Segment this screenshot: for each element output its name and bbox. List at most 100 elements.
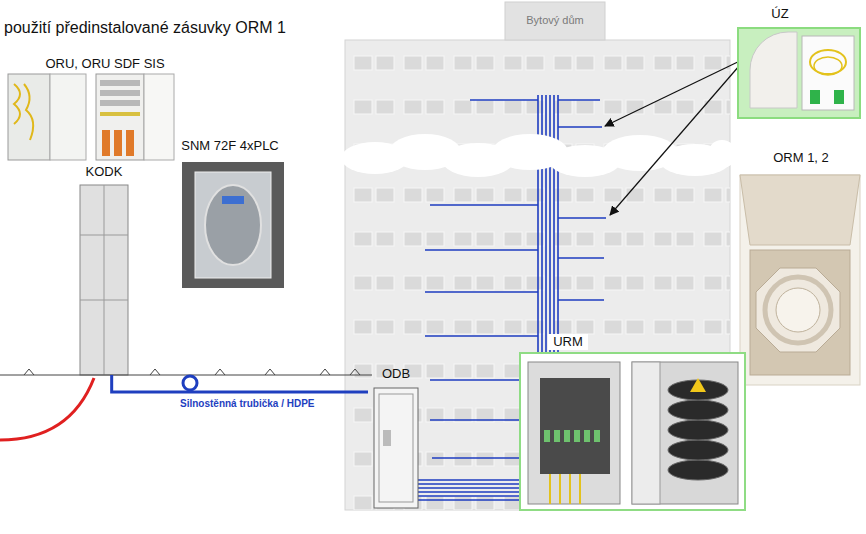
cabinet-photo-part	[100, 112, 140, 116]
power-cable	[0, 378, 94, 440]
cloud-band	[341, 134, 736, 177]
ground-part	[320, 369, 330, 375]
conduit-label: Silnostěnná trubička / HDPE	[178, 398, 316, 410]
distributor-photo-part	[632, 362, 660, 504]
cabinet-photo: ORU, ORU SDF SIS	[5, 54, 185, 162]
fiber-cables-part	[558, 299, 604, 301]
cabinet-photo-part	[126, 130, 134, 156]
fiber-cables-part	[558, 126, 602, 128]
distributor-photo-part	[520, 353, 745, 510]
socket-photo-part	[834, 90, 844, 104]
diagram-title: použití předinstalované zásuvky ORM 1	[4, 18, 286, 38]
cabinet-photo-part	[50, 74, 86, 160]
box-photo	[740, 175, 860, 385]
cabinet-photo-part	[114, 130, 122, 156]
socket-photo-part	[810, 90, 820, 104]
ground-part	[24, 369, 34, 375]
ground	[0, 369, 372, 375]
cloud-band-part	[708, 140, 736, 168]
socket-photo	[738, 28, 860, 118]
street-cabinet: KODK	[72, 164, 136, 375]
cabinet-photo-part	[100, 80, 140, 86]
fiber-cables-part	[558, 217, 606, 219]
street-cabinet-part	[80, 300, 128, 301]
fiber-cables-part	[425, 249, 538, 251]
component-label: ÚZ	[738, 6, 822, 22]
component-label: ODB	[368, 366, 424, 382]
distributor-photo-part	[668, 400, 728, 420]
street-cabinet-part	[80, 235, 128, 236]
component-label: URM	[548, 334, 588, 350]
fiber-cables-part	[425, 291, 538, 293]
box-photo: ORM 1, 2	[740, 146, 862, 388]
cabinet-photo-part	[96, 74, 144, 160]
distribution-box-part	[379, 394, 413, 502]
component-label: ORU, ORU SDF SIS	[25, 56, 185, 72]
box-photo-part	[740, 175, 860, 245]
ground-part	[350, 369, 360, 375]
cabinet-photo-part	[102, 130, 110, 156]
closure-photo-part	[205, 185, 261, 265]
socket-photo-part	[810, 50, 846, 74]
closure-photo-part	[195, 172, 271, 278]
fiber-cables-part	[558, 99, 600, 101]
cabinet-photo-part	[100, 90, 140, 96]
box-photo-part	[740, 175, 860, 385]
distribution-box-part	[374, 388, 418, 508]
distributor-panel: URM	[518, 332, 743, 512]
distributor-photo-part	[564, 430, 570, 442]
fiber-cables-part	[470, 99, 538, 101]
socket-pointer-part	[605, 58, 746, 126]
socket-pointer	[605, 58, 746, 215]
distributor-photo-part	[540, 378, 610, 474]
closure-photo-part	[222, 196, 244, 204]
component-label: SNM 72F 4xPLC	[168, 138, 292, 154]
conduit-loop	[183, 376, 197, 390]
street-cabinet-part	[80, 185, 128, 375]
socket-photo-part	[802, 36, 854, 110]
component-label: ORM 1, 2	[740, 150, 862, 166]
distributor-photo-part	[668, 420, 728, 440]
box-photo-part	[750, 250, 850, 375]
conduit-line	[112, 375, 368, 392]
ground-part	[150, 369, 160, 375]
ground-part	[0, 375, 372, 376]
distributor-photo-part	[632, 362, 738, 504]
distributor-photo-part	[544, 430, 550, 442]
closure-photo	[182, 162, 284, 288]
distributor-photo-part	[668, 440, 728, 460]
box-photo-part	[776, 288, 820, 332]
socket-photo-part	[738, 28, 860, 118]
closure-photo-part	[182, 162, 284, 288]
ground-part	[265, 369, 275, 375]
cabinet-photo-part	[100, 100, 140, 106]
fiber-cables-part	[425, 335, 538, 337]
cabinet-photo	[8, 74, 174, 160]
box-photo-part	[765, 277, 831, 343]
street-cabinet-part	[104, 185, 105, 375]
closure-photo: SNM 72F 4xPLC	[168, 136, 292, 290]
socket-photo-part	[750, 32, 797, 108]
cabinet-photo-part	[14, 84, 33, 140]
distributor-photo-part	[584, 430, 590, 442]
building-outline: Bytový dům	[340, 2, 735, 510]
fiber-cables-part	[558, 257, 604, 259]
socket-pointer-part	[610, 58, 746, 215]
distributor-photo-part	[550, 474, 580, 504]
component-label: Bytový dům	[505, 12, 605, 28]
distributor-photo-part	[690, 378, 706, 392]
distributor-photo-part	[528, 362, 620, 504]
distribution-box-part	[383, 430, 391, 446]
socket-photo-part	[814, 57, 842, 75]
fiber-cables-part	[430, 204, 538, 206]
cabinet-photo-part	[8, 74, 50, 160]
apartment-building	[345, 2, 730, 510]
socket-panel: ÚZ	[738, 0, 862, 120]
apartment-building-part	[505, 2, 605, 40]
distribution-box	[374, 388, 418, 508]
component-label: KODK	[72, 164, 136, 180]
distributor-photo-part	[668, 460, 728, 480]
